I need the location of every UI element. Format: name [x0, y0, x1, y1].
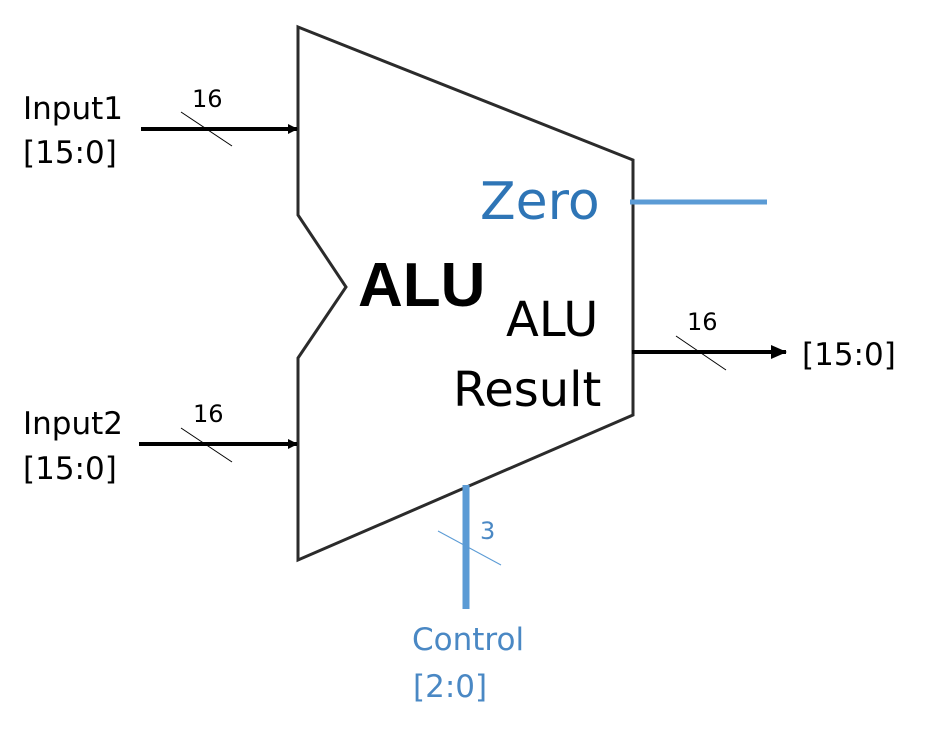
output-range: [15:0]	[802, 337, 896, 373]
control-bus-width: 3	[480, 517, 495, 545]
input1-bus-slash	[180, 111, 233, 147]
input1-range: [15:0]	[23, 135, 117, 171]
control-bus-slash	[437, 530, 502, 566]
input2-range: [15:0]	[23, 451, 117, 487]
alu-result-label-line2: Result	[453, 362, 601, 418]
control-range: [2:0]	[413, 669, 487, 705]
zero-label: Zero	[480, 172, 600, 232]
alu-title: ALU	[358, 251, 485, 320]
output-bus-width: 16	[687, 308, 718, 336]
input2-bus-width: 16	[193, 400, 224, 428]
control-label: Control	[412, 622, 524, 658]
input2-label: Input2	[23, 406, 123, 442]
output-bus-slash	[675, 335, 727, 371]
input1-label: Input1	[23, 91, 123, 127]
alu-result-label-line1: ALU	[506, 292, 598, 348]
input1-bus-width: 16	[192, 85, 223, 113]
input2-bus-slash	[180, 427, 233, 463]
